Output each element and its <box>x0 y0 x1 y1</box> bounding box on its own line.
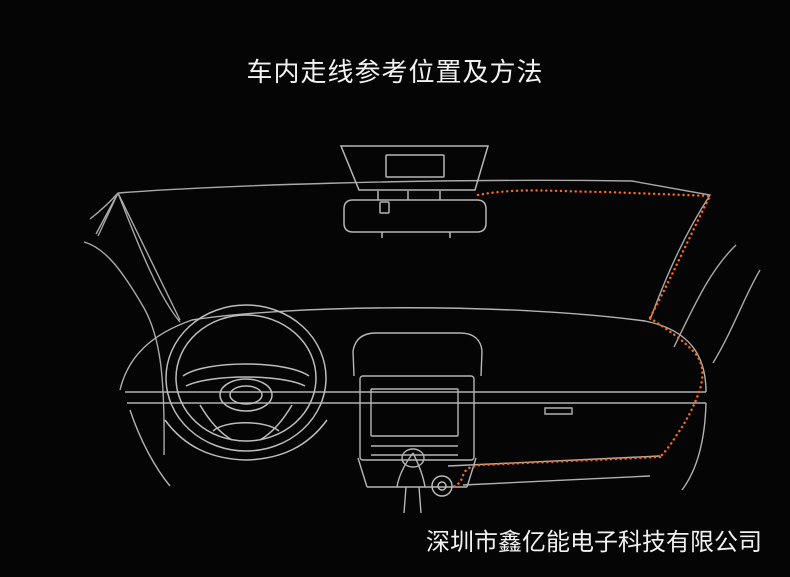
lighter-socket <box>431 475 453 497</box>
mirror-dashcam <box>339 145 490 238</box>
steering-wheel <box>164 304 328 461</box>
center-console <box>352 332 483 514</box>
wiring-route-path <box>450 189 712 489</box>
windshield-frame <box>83 179 761 456</box>
dashboard <box>119 307 707 491</box>
page-title: 车内走线参考位置及方法 <box>246 58 544 88</box>
company-name: 深圳市鑫亿能电子科技有限公司 <box>426 528 762 556</box>
